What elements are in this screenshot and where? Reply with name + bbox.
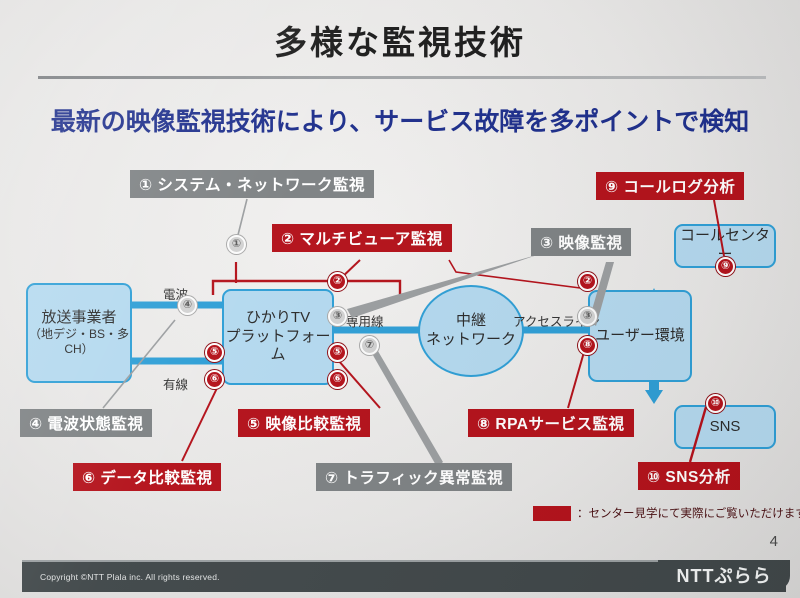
node-user-line1: ユーザー環境	[595, 326, 685, 344]
callout-data-comparison-monitoring[interactable]: ⑥ データ比較監視	[73, 463, 222, 491]
node-broadcaster-line1: 放送事業者	[41, 308, 117, 326]
node-broadcaster[interactable]: 放送事業者 （地デジ・BS・多CH）	[26, 283, 132, 383]
callout-multiviewer-monitoring[interactable]: ② マルチビューア監視	[272, 224, 452, 252]
callout-sns-analysis[interactable]: ⑩ SNS分析	[638, 462, 740, 490]
title-divider	[38, 76, 766, 79]
marker-8[interactable]: ⑧	[578, 336, 597, 355]
node-broadcaster-line2: （地デジ・BS・多CH）	[28, 327, 129, 357]
callout-traffic-anomaly-monitoring[interactable]: ⑦ トラフィック異常監視	[316, 463, 513, 491]
node-relay-network[interactable]: 中継 ネットワーク	[418, 285, 524, 377]
marker-5-left[interactable]: ⑤	[205, 343, 224, 362]
page-subtitle: 最新の映像監視技術により、サービス故障を多ポイントで検知	[50, 108, 750, 136]
leader-wedge-7	[370, 346, 443, 467]
brand-logo: NTTぷらら	[658, 560, 790, 590]
callout-system-network-monitoring[interactable]: ① システム・ネットワーク監視	[130, 170, 374, 198]
callout-rpa-service-monitoring[interactable]: ⑧ RPAサービス監視	[468, 409, 634, 437]
marker-3-access[interactable]: ③	[578, 307, 597, 326]
marker-1[interactable]: ①	[227, 235, 246, 254]
leader-line-2b	[448, 259, 589, 290]
marker-6-left[interactable]: ⑥	[205, 370, 224, 389]
marker-3-platform[interactable]: ③	[328, 307, 347, 326]
node-relay-line1: 中継	[455, 312, 486, 330]
marker-7[interactable]: ⑦	[360, 336, 379, 355]
bracket-system-network	[211, 279, 402, 295]
leader-wedge-3a	[347, 254, 540, 318]
node-sns-line1: SNS	[709, 417, 741, 435]
leader-line-6	[181, 385, 219, 462]
wire-label-senyosen: 専用線	[346, 315, 384, 329]
marker-6-right[interactable]: ⑥	[328, 370, 347, 389]
leader-line-4	[102, 319, 176, 409]
leader-line-9	[713, 199, 725, 257]
callout-call-log-analysis[interactable]: ⑨ コールログ分析	[596, 172, 745, 200]
node-hikari-tv-platform[interactable]: ひかりTV プラットフォーム	[222, 289, 334, 385]
legend-red-swatch	[533, 505, 571, 521]
callout-video-monitoring[interactable]: ③ 映像監視	[531, 228, 632, 256]
marker-5-right[interactable]: ⑤	[328, 343, 347, 362]
node-relay-line2: ネットワーク	[425, 331, 516, 348]
marker-4[interactable]: ④	[178, 296, 197, 315]
callout-video-comparison-monitoring[interactable]: ⑤ 映像比較監視	[238, 409, 371, 437]
marker-9[interactable]: ⑨	[716, 257, 735, 276]
marker-2-platform[interactable]: ②	[328, 272, 347, 291]
leader-line-10	[688, 406, 708, 463]
node-platform-line2: プラットフォーム	[225, 327, 331, 364]
callout-radio-wave-state-monitoring[interactable]: ④ 電波状態監視	[20, 409, 153, 437]
leader-wedge-3b	[589, 262, 614, 326]
page-number: 4	[769, 533, 778, 550]
marker-10[interactable]: ⑩	[706, 394, 725, 413]
node-sns[interactable]: SNS	[674, 405, 776, 449]
node-platform-line1: ひかりTV	[245, 308, 311, 326]
wire-label-yusen: 有線	[163, 378, 189, 392]
legend-text: ：センター見学にて実際にご覧いただけます。	[577, 508, 800, 520]
marker-2-access[interactable]: ②	[578, 272, 597, 291]
leader-line-5	[337, 359, 381, 409]
leader-line-8	[567, 351, 585, 409]
copyright-text: Copyright ©NTT Plala inc. All rights res…	[40, 572, 220, 582]
page-title: 多様な監視技術	[274, 24, 526, 61]
legend: ：センター見学にて実際にご覧いただけます。	[533, 505, 800, 521]
